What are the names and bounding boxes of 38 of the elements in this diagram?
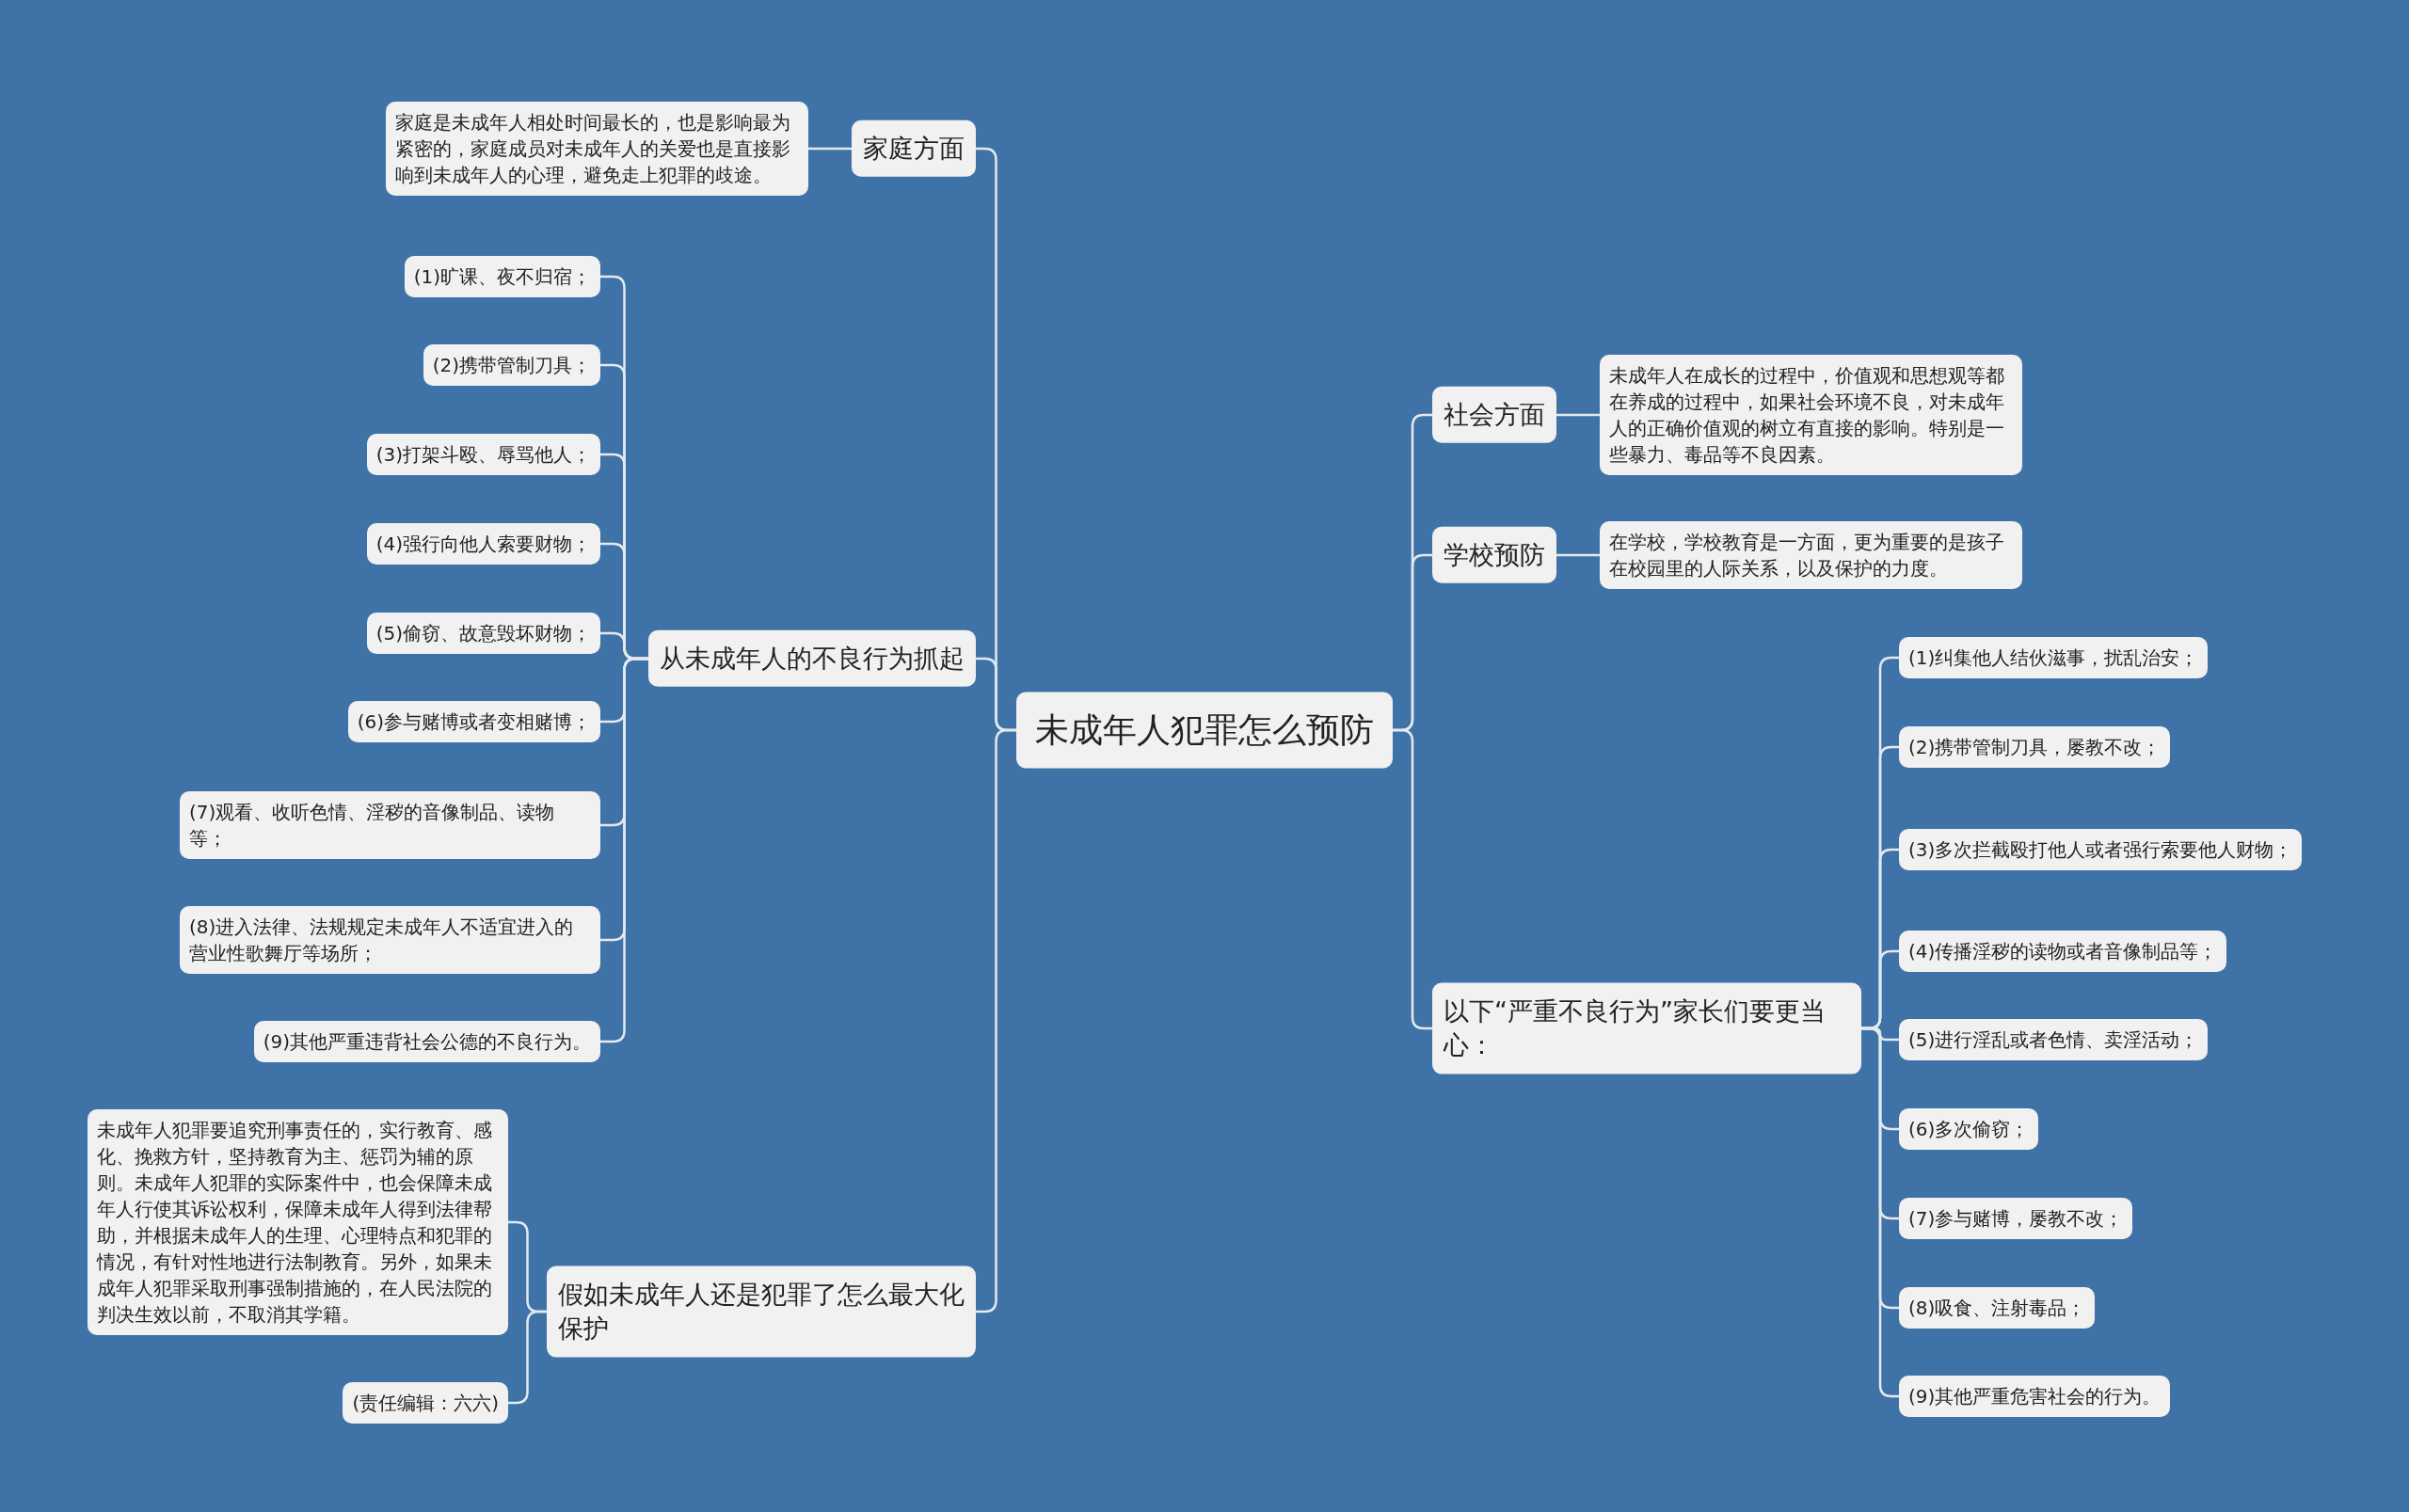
text-card: (5)进行淫乱或者色情、卖淫活动；	[1899, 1019, 2209, 1060]
text-card: 未成年人犯罪要追究刑事责任的，实行教育、感化、挽救方针，坚持教育为主、惩罚为辅的原则。未成年人犯罪的实际案件中，也会保障未成年人行使其诉讼权利，保障未成年人得到法律帮助，并根据未成年人的生理、心理特点和犯罪的情况，有针对性地进行法制教育。另外，如果未成年人犯罪采取刑事强制措施的，在人民法院的判决生效以前，不取消其学籍。	[88, 1109, 508, 1335]
connector-line	[1861, 1027, 1899, 1398]
branch-topic: 以下“严重不良行为”家长们要更当心：	[1432, 982, 1861, 1074]
connector-line	[1556, 413, 1600, 417]
text-card: (5)偷窃、故意毁坏财物；	[366, 613, 600, 654]
connector-line	[976, 728, 1016, 1313]
text-card: (8)吸食、注射毒品；	[1899, 1287, 2096, 1329]
connector-line	[1556, 553, 1600, 557]
connector-line	[808, 147, 852, 151]
text-card: (6)多次偷窃；	[1899, 1108, 2039, 1150]
text-card: (4)强行向他人索要财物；	[366, 523, 600, 565]
text-card: (责任编辑：六六)	[343, 1382, 508, 1424]
text-card: (4)传播淫秽的读物或者音像制品等；	[1899, 931, 2227, 972]
text-card: (8)进入法律、法规规定未成年人不适宜进入的营业性歌舞厅等场所；	[180, 906, 600, 974]
text-card: (2)携带管制刀具；	[423, 344, 600, 386]
branch-topic: 假如未成年人还是犯罪了怎么最大化保护	[547, 1265, 976, 1358]
text-card: (7)观看、收听色情、淫秽的音像制品、读物等；	[180, 791, 600, 859]
branch-topic: 社会方面	[1432, 386, 1556, 444]
text-card: (6)参与赌博或者变相赌博；	[347, 701, 600, 742]
text-card: 在学校，学校教育是一方面，更为重要的是孩子在校园里的人际关系，以及保护的力度。	[1600, 521, 2022, 589]
text-card: (3)打架斗殴、辱骂他人；	[366, 434, 600, 475]
branch-topic: 从未成年人的不良行为抓起	[648, 629, 976, 688]
text-card: (9)其他严重危害社会的行为。	[1899, 1376, 2171, 1417]
text-card: (7)参与赌博，屡教不改；	[1899, 1198, 2133, 1239]
text-card: (1)纠集他人结伙滋事，扰乱治安；	[1899, 637, 2209, 678]
root-topic: 未成年人犯罪怎么预防	[1016, 692, 1393, 769]
text-card: (2)携带管制刀具，屡教不改；	[1899, 726, 2171, 768]
text-card: (1)旷课、夜不归宿；	[404, 256, 600, 297]
text-card: 家庭是未成年人相处时间最长的，也是影响最为紧密的，家庭成员对未成年人的关爱也是直接影响到未成年人的心理，避免走上犯罪的歧途。	[386, 102, 808, 196]
text-card: (3)多次拦截殴打他人或者强行索要他人财物；	[1899, 829, 2303, 870]
text-card: (9)其他严重违背社会公德的不良行为。	[253, 1021, 600, 1062]
connector-line	[600, 657, 648, 1043]
text-card: 未成年人在成长的过程中，价值观和思想观等都在养成的过程中，如果社会环境不良，对未成年人的正确价值观的树立有直接的影响。特别是一些暴力、毒品等不良因素。	[1600, 355, 2022, 475]
connector-line	[1393, 728, 1432, 1030]
branch-topic: 学校预防	[1432, 526, 1556, 584]
branch-topic: 家庭方面	[852, 119, 976, 178]
connector-line	[508, 1310, 547, 1405]
